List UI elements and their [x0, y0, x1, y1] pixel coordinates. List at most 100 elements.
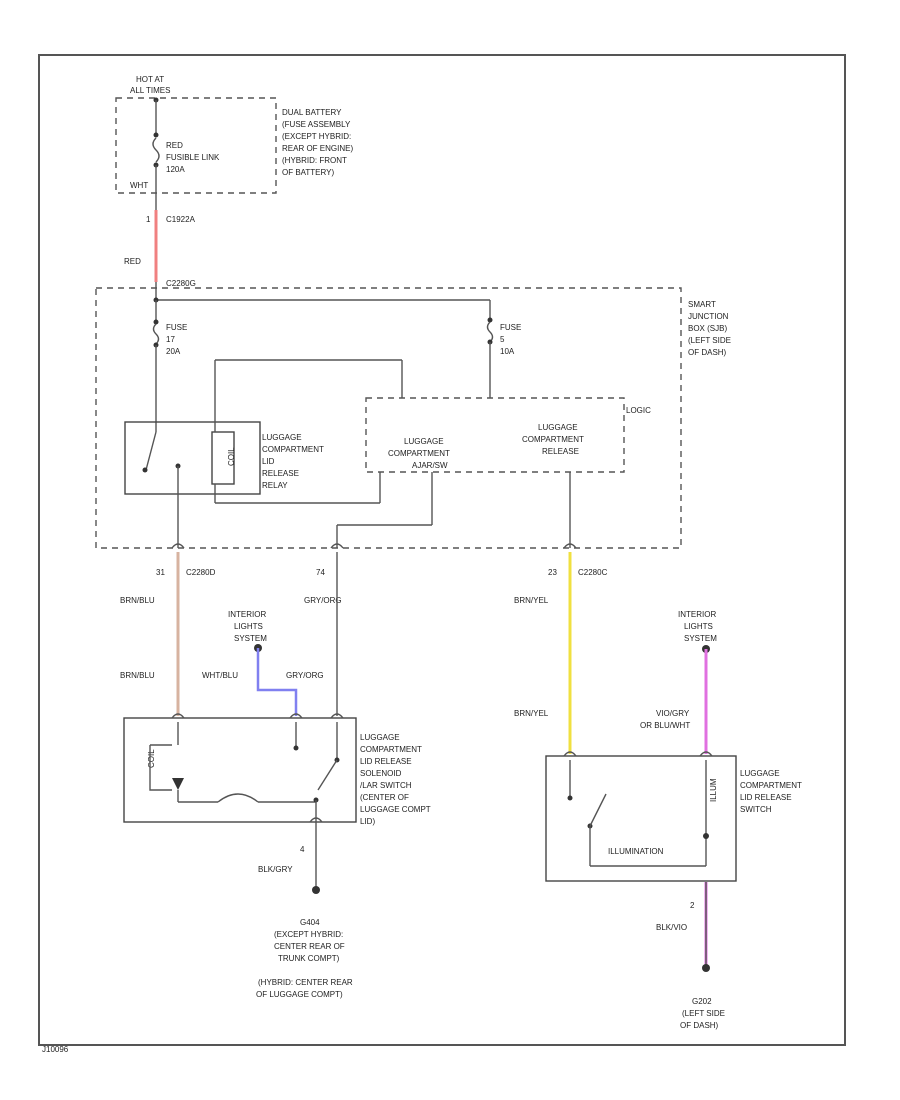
switch-label-2: COMPARTMENT	[740, 781, 802, 790]
switch-pin-1	[563, 751, 577, 757]
right-ground-1: G202	[692, 997, 712, 1006]
brn-blu-label-1: BRN/BLU	[120, 596, 155, 605]
solenoid-label-5: /LAR SWITCH	[360, 781, 412, 790]
right-ground-2: (LEFT SIDE	[682, 1009, 725, 1018]
fuse5-label-3: 10A	[500, 347, 515, 356]
solenoid-label-8: LID)	[360, 817, 375, 826]
relay-switch-dot-1	[142, 467, 148, 473]
switch-label-1: LUGGAGE	[740, 769, 780, 778]
left-ground-5: (HYBRID: CENTER REAR	[258, 978, 353, 987]
solenoid-pin-3	[330, 713, 344, 719]
relay-box	[124, 421, 261, 495]
relay-coil-icon	[211, 431, 235, 485]
brn-yel-label-2: BRN/YEL	[514, 709, 549, 718]
solenoid-resistor-icon	[217, 793, 259, 803]
solenoid-label-1: LUGGAGE	[360, 733, 400, 742]
left-ground-3: CENTER REAR OF	[274, 942, 345, 951]
left-ground-1: G404	[300, 918, 320, 927]
switch-pin-2	[699, 751, 713, 757]
fusible-label-3: 120A	[166, 165, 185, 174]
fuse5-symbol	[486, 321, 494, 343]
sjb-title-3: BOX (SJB)	[688, 324, 727, 333]
release-label-3: RELEASE	[542, 447, 579, 456]
vio-gry-label-2: OR BLU/WHT	[640, 721, 690, 730]
relay-coil-label: COIL	[227, 447, 236, 466]
fusible-label-1: RED	[166, 141, 183, 150]
battery-desc-1: DUAL BATTERY	[282, 108, 342, 117]
right-ground-terminal	[702, 964, 710, 972]
battery-desc-6: OF BATTERY)	[282, 168, 334, 177]
switch-label-4: SWITCH	[740, 805, 772, 814]
solenoid-switch-dot-1	[293, 745, 299, 751]
solenoid-label-3: LID RELEASE	[360, 757, 412, 766]
switch-label-3: LID RELEASE	[740, 793, 792, 802]
gry-org-label-2: GRY/ORG	[286, 671, 324, 680]
relay-switch-arm	[145, 431, 157, 471]
release-label-2: COMPARTMENT	[522, 435, 584, 444]
interior-left-3: SYSTEM	[234, 634, 267, 643]
interior-left-1: INTERIOR	[228, 610, 266, 619]
left-ground-terminal	[312, 886, 320, 894]
interior-left-2: LIGHTS	[234, 622, 263, 631]
relay-label-4: RELEASE	[262, 469, 299, 478]
switch-dot-1	[567, 795, 573, 801]
ajar-label-3: AJAR/SW	[412, 461, 448, 470]
solenoid-coil-label: COIL	[147, 749, 156, 768]
gry-org-label-1: GRY/ORG	[304, 596, 342, 605]
sjb-box	[95, 287, 682, 549]
sjb-pin-74	[330, 543, 344, 549]
left-ground-6: OF LUGGAGE COMPT)	[256, 990, 343, 999]
interior-right-1: INTERIOR	[678, 610, 716, 619]
fuse17-dot-1	[153, 319, 159, 325]
left-ground-4: TRUNK COMPT)	[278, 954, 340, 963]
illumination-label: ILLUMINATION	[608, 847, 664, 856]
battery-box	[115, 97, 277, 194]
battery-conn-label: C1922A	[166, 215, 196, 224]
sjb-title-5: OF DASH)	[688, 348, 727, 357]
fuse17-label-3: 20A	[166, 347, 181, 356]
fuse5-dot-1	[487, 317, 493, 323]
solenoid-label-2: COMPARTMENT	[360, 745, 422, 754]
relay-label-3: LID	[262, 457, 275, 466]
sjb-pin-31	[171, 543, 185, 549]
left-pin-31: 31	[156, 568, 165, 577]
logic-box	[365, 397, 625, 473]
fuse17-label-1: FUSE	[166, 323, 187, 332]
left-conn-label: C2280D	[186, 568, 216, 577]
battery-desc-2: (FUSE ASSEMBLY	[282, 120, 351, 129]
sjb-title-4: (LEFT SIDE	[688, 336, 731, 345]
battery-desc-5: (HYBRID: FRONT	[282, 156, 347, 165]
ajar-label-2: COMPARTMENT	[388, 449, 450, 458]
solenoid-box	[123, 717, 357, 823]
left-pin-74: 74	[316, 568, 325, 577]
solenoid-label-6: (CENTER OF	[360, 793, 409, 802]
battery-conn-pin: 1	[146, 215, 151, 224]
battery-desc-4: REAR OF ENGINE)	[282, 144, 353, 153]
right-ground-pin: 2	[690, 901, 695, 910]
diagram-frame	[38, 54, 846, 1046]
ajar-label-1: LUGGAGE	[404, 437, 444, 446]
diagram-id: J10096	[42, 1045, 69, 1054]
sjb-conn-top: C2280G	[166, 279, 196, 288]
solenoid-diode-icon	[172, 778, 184, 790]
relay-label-1: LUGGAGE	[262, 433, 302, 442]
vio-gry-label-1: VIO/GRY	[656, 709, 690, 718]
solenoid-label-4: SOLENOID	[360, 769, 402, 778]
solenoid-pin-1	[171, 713, 185, 719]
fusible-dot-1	[153, 132, 159, 138]
switch-arm	[589, 793, 607, 827]
interior-right-3: SYSTEM	[684, 634, 717, 643]
sjb-pin-23	[563, 543, 577, 549]
left-ground-pin: 4	[300, 845, 305, 854]
release-label-1: LUGGAGE	[538, 423, 578, 432]
sjb-title-1: SMART	[688, 300, 716, 309]
wht-label: WHT	[130, 181, 148, 190]
logic-label: LOGIC	[626, 406, 651, 415]
brn-blu-label-2: BRN/BLU	[120, 671, 155, 680]
brn-yel-label-1: BRN/YEL	[514, 596, 549, 605]
wht-blu-wire	[256, 648, 298, 716]
right-conn-label: C2280C	[578, 568, 608, 577]
solenoid-ground-pin	[309, 817, 323, 823]
fusible-label-2: FUSIBLE LINK	[166, 153, 220, 162]
